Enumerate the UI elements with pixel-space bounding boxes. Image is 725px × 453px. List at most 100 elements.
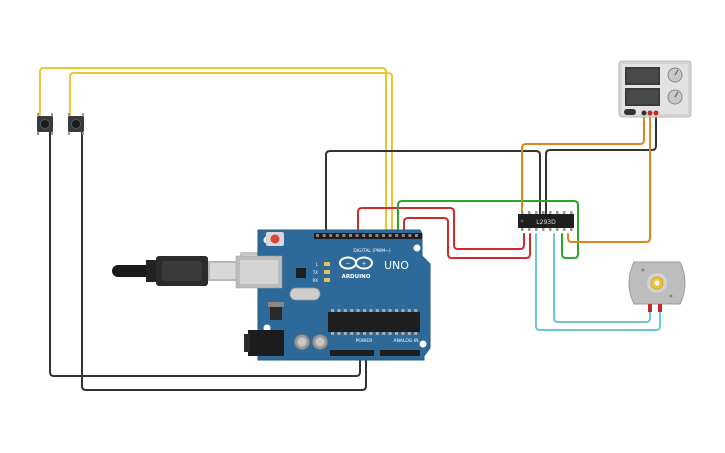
l293d-label: L293D <box>536 219 556 226</box>
arduino-model: UNO <box>384 259 409 272</box>
digital-header-label: DIGITAL (PWM~) <box>353 248 391 254</box>
ic-pin <box>563 228 566 231</box>
wire-black-button2[interactable] <box>81 129 367 391</box>
chip-pin <box>337 309 341 312</box>
ic-pin <box>563 211 566 214</box>
wires <box>39 67 661 391</box>
power-header: POWER <box>330 338 374 356</box>
wire-black-button1[interactable] <box>49 129 361 377</box>
chip-pin <box>395 332 398 335</box>
ic-pin <box>556 228 559 231</box>
svg-text:−: − <box>345 260 350 267</box>
pushbutton-2[interactable] <box>68 113 84 135</box>
svg-text:+: + <box>361 261 366 268</box>
chip-pin <box>414 309 418 312</box>
led-label-tx: TX <box>312 270 318 275</box>
led-label-rx: RX <box>312 278 318 283</box>
digital-pin <box>335 234 339 237</box>
chip-pin <box>337 332 341 335</box>
chip-pin <box>356 309 360 312</box>
status-leds: L TX RX <box>312 262 330 283</box>
wire-yellow-button1[interactable] <box>39 67 387 233</box>
chip-pin <box>369 309 373 312</box>
power-jack <box>248 330 284 356</box>
wire-red-2[interactable] <box>403 217 531 259</box>
led-label-l: L <box>316 262 319 267</box>
chip-pin <box>331 332 334 335</box>
digital-pin <box>408 234 412 237</box>
ic-pin <box>521 228 524 231</box>
chip-pin <box>382 332 386 335</box>
ic-pin <box>549 228 552 231</box>
digital-pin <box>316 234 319 237</box>
digital-pin <box>375 234 379 237</box>
digital-pin <box>388 234 392 237</box>
chip-pin <box>375 309 379 312</box>
chip-pin <box>356 332 360 335</box>
wire-cyan-2[interactable] <box>553 233 651 323</box>
analog-header: ANALOG IN <box>380 338 420 356</box>
chip-pin <box>388 332 392 335</box>
ic-pin <box>549 211 552 214</box>
psu-terminal-positive-1 <box>647 110 653 116</box>
pushbutton-1[interactable] <box>37 113 53 135</box>
chip-pin <box>395 309 398 312</box>
ic-pin <box>570 211 573 214</box>
psu-terminal-negative <box>641 110 647 116</box>
digital-pin <box>362 234 366 237</box>
chip-pin <box>350 332 354 335</box>
chip-pin <box>369 332 373 335</box>
ic-pin <box>535 211 538 214</box>
chip-pin <box>350 309 354 312</box>
digital-pin <box>382 234 385 237</box>
digital-pin <box>395 234 399 237</box>
motor-terminal-2 <box>658 304 662 312</box>
digital-pin <box>368 234 372 237</box>
ic-pin <box>528 228 531 231</box>
chip-pin <box>401 309 405 312</box>
chip-pin <box>407 332 411 335</box>
wire-yellow-button2[interactable] <box>69 72 393 233</box>
arduino-uno[interactable]: L TX RX − + ARDUINO UNO DIGITAL (PWM~) P… <box>235 229 431 361</box>
chip-pin <box>343 309 347 312</box>
ic-pin <box>521 211 524 214</box>
chip-pin <box>363 309 366 312</box>
digital-pin <box>329 234 333 237</box>
wire-black-gnd-ic[interactable] <box>325 150 541 233</box>
ic-pin <box>535 228 538 231</box>
digital-pin <box>349 234 352 237</box>
ic-pin <box>528 211 531 214</box>
wire-orange-1[interactable] <box>567 115 651 243</box>
chip-pin <box>375 332 379 335</box>
chip-pin <box>382 309 386 312</box>
psu-terminal-positive-2 <box>653 110 659 116</box>
wire-black-psu-ic[interactable] <box>545 115 657 215</box>
wire-cyan-1[interactable] <box>535 233 661 331</box>
ic-pin <box>556 211 559 214</box>
power-supply[interactable] <box>618 60 692 118</box>
motor-terminal-1 <box>648 304 652 312</box>
arduino-logo: − + ARDUINO <box>339 256 373 280</box>
arduino-logo-text: ARDUINO <box>342 274 371 280</box>
wire-green[interactable] <box>397 200 579 259</box>
digital-pin <box>355 234 359 237</box>
psu-power-switch[interactable] <box>624 109 636 115</box>
analog-header-label: ANALOG IN <box>393 338 418 344</box>
digital-pin <box>322 234 326 237</box>
power-header-label: POWER <box>356 338 373 344</box>
ic-pin <box>570 228 573 231</box>
atmega-chip <box>328 312 420 332</box>
wire-orange-2[interactable] <box>521 115 645 215</box>
wire-red-1[interactable] <box>357 207 525 250</box>
dc-motor[interactable] <box>628 261 686 312</box>
l293d-driver[interactable]: L293D <box>518 211 574 231</box>
digital-header: DIGITAL (PWM~) <box>314 233 422 254</box>
chip-pin <box>363 332 366 335</box>
digital-pin <box>415 234 418 237</box>
chip-pin <box>401 332 405 335</box>
chip-pin <box>343 332 347 335</box>
ic-pin <box>542 211 545 214</box>
ic-pin <box>542 228 545 231</box>
chip-pin <box>414 332 418 335</box>
